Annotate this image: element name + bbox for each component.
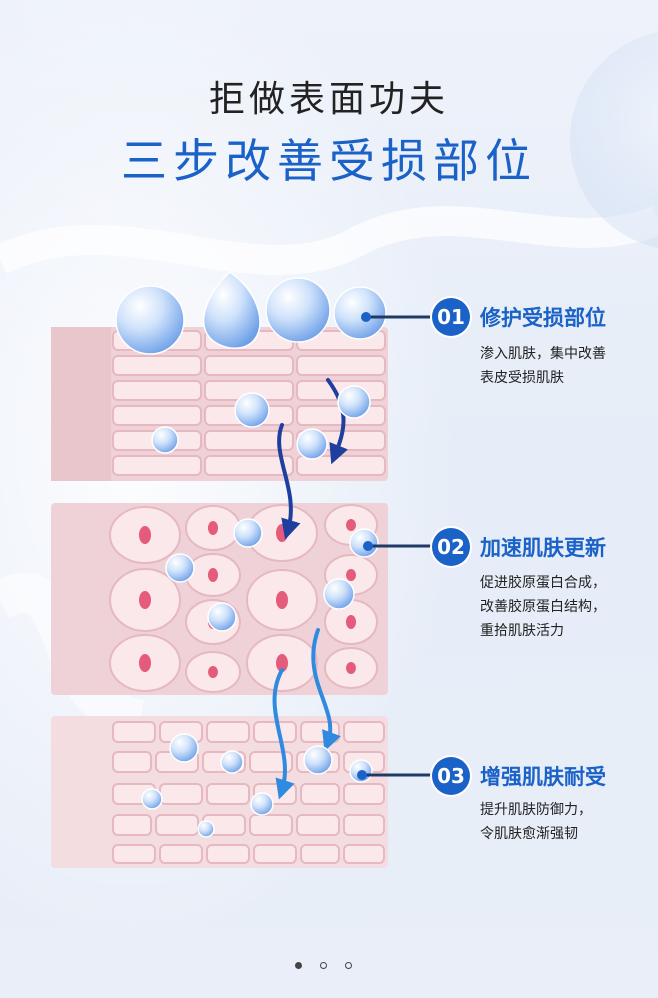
- page-dot[interactable]: [345, 962, 352, 969]
- step-1-header: 01 修护受损部位: [432, 298, 606, 336]
- skin-layer-3: [51, 716, 388, 868]
- step-1-desc-line: 表皮受损肌肤: [480, 370, 564, 386]
- step-2-description: 促进胶原蛋白合成， 改善胶原蛋白结构， 重拾肌肤活力: [480, 571, 650, 643]
- page-subtitle: 三步改善受损部位: [121, 134, 537, 188]
- step-2-desc-line: 重拾肌肤活力: [480, 623, 564, 639]
- step-2-title: 加速肌肤更新: [480, 536, 606, 560]
- carousel-pagination: [295, 962, 352, 969]
- step-1-number: 01: [432, 298, 470, 336]
- step-3-header: 03 增强肌肤耐受: [432, 757, 606, 795]
- step-1-desc-line: 渗入肌肤，集中改善: [480, 346, 606, 362]
- step-2-number: 02: [432, 528, 470, 566]
- step-1-description: 渗入肌肤，集中改善 表皮受损肌肤: [480, 342, 650, 390]
- page-title: 拒做表面功夫: [208, 79, 449, 120]
- step-2-desc-line: 改善胶原蛋白结构，: [480, 599, 606, 615]
- step-3-desc-line: 提升肌肤防御力，: [480, 802, 592, 818]
- page-dot-active[interactable]: [295, 962, 302, 969]
- flow-arrows: [272, 378, 348, 800]
- step-3-desc-line: 令肌肤愈渐强韧: [480, 826, 578, 842]
- step-2-desc-line: 促进胶原蛋白合成，: [480, 575, 606, 591]
- step-3-number: 03: [432, 757, 470, 795]
- water-droplets: [115, 271, 387, 838]
- step-2-header: 02 加速肌肤更新: [432, 528, 606, 566]
- step-1-title: 修护受损部位: [480, 306, 606, 330]
- step-3-description: 提升肌肤防御力， 令肌肤愈渐强韧: [480, 798, 650, 846]
- connector-lines: [357, 312, 432, 780]
- page-dot[interactable]: [320, 962, 327, 969]
- step-3-title: 增强肌肤耐受: [480, 765, 606, 789]
